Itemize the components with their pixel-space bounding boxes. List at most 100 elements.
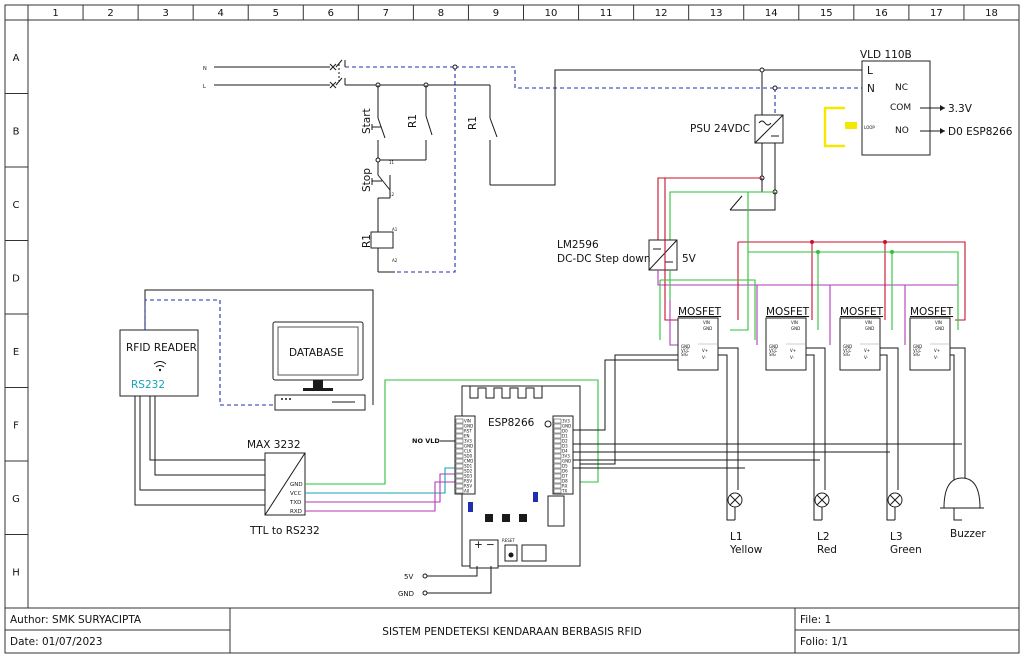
load-color: Red (817, 544, 837, 556)
esp-pin-label: D2 (562, 439, 568, 444)
load-name: L1 (730, 531, 743, 543)
column-label: 3 (162, 8, 168, 19)
svg-text:A2: A2 (392, 258, 398, 263)
mosfet-pin-label: GND (681, 344, 690, 349)
svg-text:LOOP: LOOP (864, 125, 875, 130)
database-pc: DATABASE (272, 321, 366, 411)
load-color: Yellow (729, 544, 763, 556)
mosfet-pin-label: VIN (703, 320, 710, 325)
mosfet-pin-label: V+ (790, 348, 796, 353)
r1-contact-b-label: R1 (467, 116, 479, 130)
mosfet-label: MOSFET (678, 306, 722, 318)
esp-left-header: VINGNDRSTEN3V3GNDCLKSD0CMDSD1SD2SD3RSVRS… (455, 419, 473, 494)
date-text: Date: 01/07/2023 (10, 636, 103, 648)
row-label: H (12, 567, 20, 578)
esp-pin-label: CMD (464, 459, 473, 464)
mosfet-pin-label: VCC (843, 348, 852, 353)
mosfet-pin-label: GND (703, 326, 712, 331)
esp-pin-label: D4 (562, 449, 568, 454)
n-line-label: N (203, 66, 207, 72)
row-label: C (13, 200, 20, 211)
mosfet-pin-label: V+ (934, 348, 940, 353)
esp-pin-label: D3 (562, 444, 568, 449)
column-label: 9 (493, 8, 499, 19)
row-label: E (13, 347, 19, 358)
svg-text:GND: GND (290, 482, 303, 488)
esp-pin-label: TX (561, 489, 567, 494)
esp-pin-label: CLK (464, 449, 472, 454)
svg-text:VCC: VCC (290, 491, 302, 497)
svg-text:12: 12 (389, 192, 395, 197)
esp-pin-label: VIN (464, 419, 471, 424)
stop-button: 11 12 Stop (361, 160, 395, 199)
esp-pin-label: EN (464, 434, 470, 439)
mosfet-pin-label: VIN (865, 320, 872, 325)
gnd-rail (730, 191, 749, 331)
svg-text:TXD: TXD (289, 500, 301, 506)
mosfet-pin-label: GND (769, 344, 778, 349)
r1-coil-label: R1 (361, 234, 373, 248)
r1-main-contact: R1 (467, 69, 862, 186)
column-label: 15 (820, 8, 833, 19)
mosfet-pin-label: GND (791, 326, 800, 331)
drawing-title: SISTEM PENDETEKSI KENDARAAN BERBASIS RFI… (382, 626, 641, 638)
column-ticks (82, 5, 965, 20)
esp-pin-label: A0 (464, 489, 470, 494)
column-label: 16 (875, 8, 888, 19)
mosfet-pin-label: SIG (769, 352, 776, 357)
svg-text:NO: NO (895, 126, 909, 136)
load-name: L3 (890, 531, 903, 543)
mosfet-pin-label: SIG (843, 352, 850, 357)
mosfet-modules: MOSFETVINGNDGNDVCCSIGV+V-MOSFETVINGNDGND… (677, 306, 966, 521)
mosfet-pin-label: GND (843, 344, 852, 349)
svg-text:+: + (474, 539, 483, 551)
lm2596-desc: DC-DC Step down (557, 253, 651, 265)
rfid-title: RFID READER (126, 342, 197, 354)
r1-coil: A1 A2 R1 (361, 198, 398, 273)
esp-pin-label: D1 (562, 434, 568, 439)
esp-gnd-in: GND (398, 590, 414, 598)
esp-pin-label: GND (562, 459, 571, 464)
rfid-reader: RFID READER RS232 (119, 329, 199, 397)
r1-contact-a-label: R1 (407, 114, 419, 128)
mosfet-pin-label: GND (865, 326, 874, 331)
column-label: 2 (107, 8, 113, 19)
max3232-desc: TTL to RS232 (249, 525, 320, 537)
svg-text:RXD: RXD (290, 509, 302, 515)
column-label: 12 (655, 8, 668, 19)
l-line-label: L (203, 84, 206, 90)
column-label: 1 (52, 8, 58, 19)
esp-pin-label: RST (464, 429, 472, 434)
esp-pin-label: D8 (562, 479, 568, 484)
lm2596-out: 5V (682, 253, 697, 265)
svg-text:NC: NC (895, 83, 908, 93)
no-vld-label: NO VLD (412, 437, 440, 445)
column-label: 8 (438, 8, 444, 19)
esp-pin-label: SD3 (464, 474, 473, 479)
psu-24vdc: PSU 24VDC (690, 67, 784, 211)
mosfet-pin-label: VIN (791, 320, 798, 325)
start-label: Start (361, 108, 373, 134)
esp-pin-label: GND (464, 424, 473, 429)
esp-pin-label: 3V3 (464, 439, 472, 444)
esp-pin-label: RSV (464, 479, 472, 484)
loop-sensor (823, 106, 845, 148)
esp-pin-label: GND (464, 444, 473, 449)
max3232-module: MAX 3232 GND VCC TXD RXD TTL to RS232 (247, 439, 320, 537)
max3232-title: MAX 3232 (247, 439, 301, 451)
mosfet-pin-label: GND (935, 326, 944, 331)
mosfet-label: MOSFET (910, 306, 954, 318)
row-label: B (13, 126, 20, 137)
column-label: 14 (765, 8, 778, 19)
svg-text:RESET: RESET (502, 538, 515, 543)
vld-title: VLD 110B (860, 49, 912, 61)
